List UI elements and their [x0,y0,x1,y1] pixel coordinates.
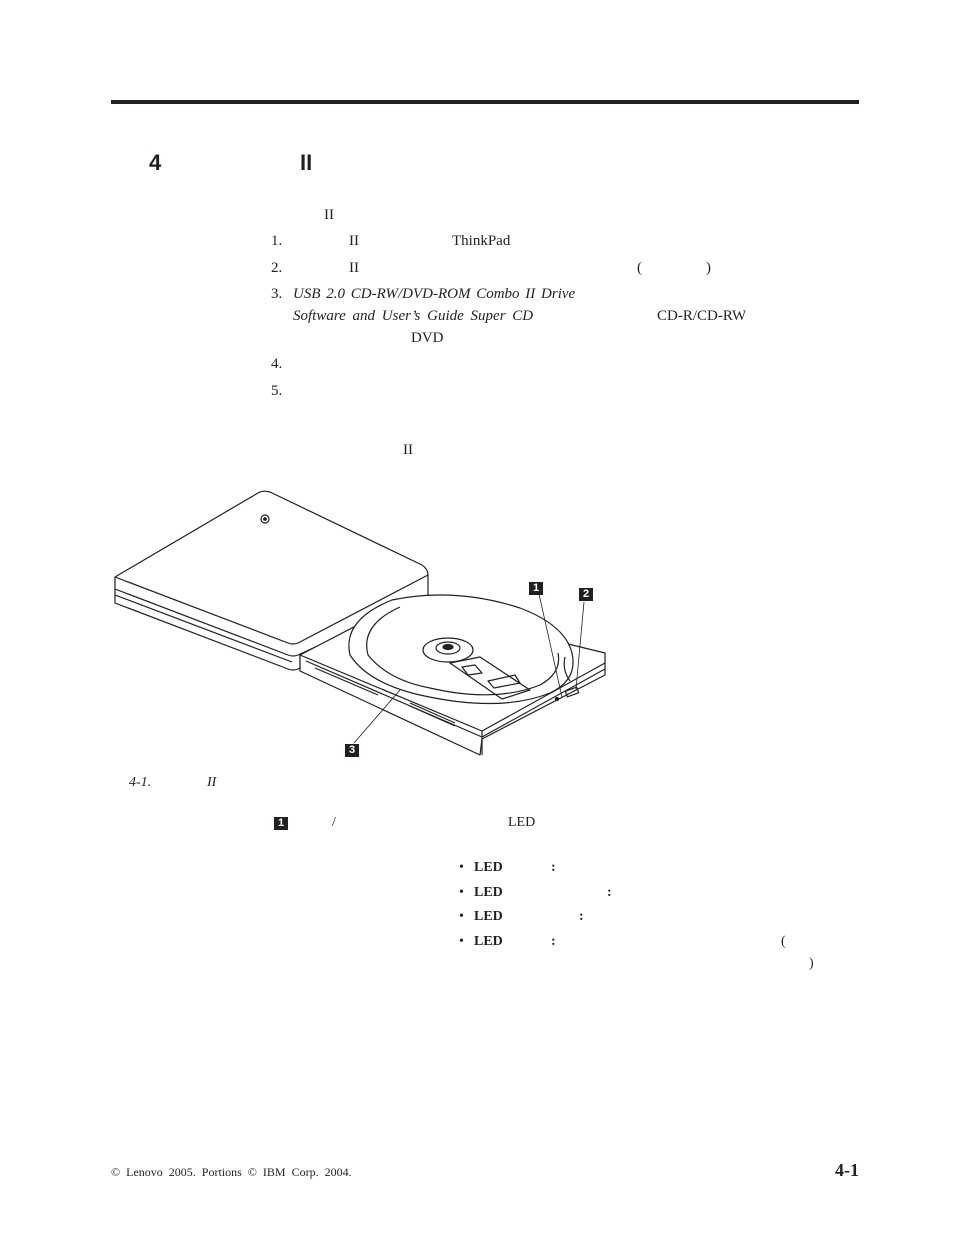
legend-slash: / [332,815,336,830]
step-3-text: USB 2.0 CD-RW/DVD-ROM Combo II Drive [293,286,576,302]
intro-text: II [324,207,334,223]
led-status-label: LED [474,885,503,900]
section-text: II [403,442,413,458]
step-2-text: ( [637,260,642,276]
callout-3: 3 [345,744,359,757]
chapter-number: 4 [149,150,162,175]
led-status-label: LED [474,860,503,875]
figure-caption-number: 4-1. [129,775,152,790]
callout-2: 2 [579,588,593,601]
step-1-text: II [349,233,359,249]
legend-led: LED [508,815,536,830]
legend-bullet: • [459,909,464,924]
footer-copyright: © Lenovo 2005. Portions © IBM Corp. 2004… [111,1165,352,1179]
callout-1: 1 [529,582,543,595]
drive-illustration [114,490,606,756]
legend-bullet: • [459,885,464,900]
led-status-colon: : [551,860,556,875]
led-status-label: LED [474,909,503,924]
chapter-title: II [300,150,313,175]
led-status-colon: : [551,934,556,949]
led-status-label: LED [474,934,503,949]
led-status-colon: : [579,909,584,924]
legend-bullet: • [459,934,464,949]
step-1-text: ThinkPad [452,233,511,249]
step-5-number: 5. [271,383,283,399]
step-3-number: 3. [271,286,283,302]
led-status-paren: ( [781,934,786,949]
step-3-text: Software and User’s Guide Super CD [293,308,534,324]
step-4-number: 4. [271,356,283,372]
led-status-colon: : [607,885,612,900]
step-2-number: 2. [271,260,283,276]
step-3-text: DVD [411,330,444,346]
header-rule [111,100,859,104]
figure-caption-text: II [207,775,217,790]
page-number: 4-1 [835,1160,859,1180]
legend-bullet: • [459,860,464,875]
legend-callout-1: 1 [274,817,288,830]
led-status-paren: ) [809,956,814,971]
step-3-text: CD-R/CD-RW [657,308,747,324]
step-1-number: 1. [271,233,283,249]
step-2-text: ) [706,260,711,276]
step-2-text: II [349,260,359,276]
